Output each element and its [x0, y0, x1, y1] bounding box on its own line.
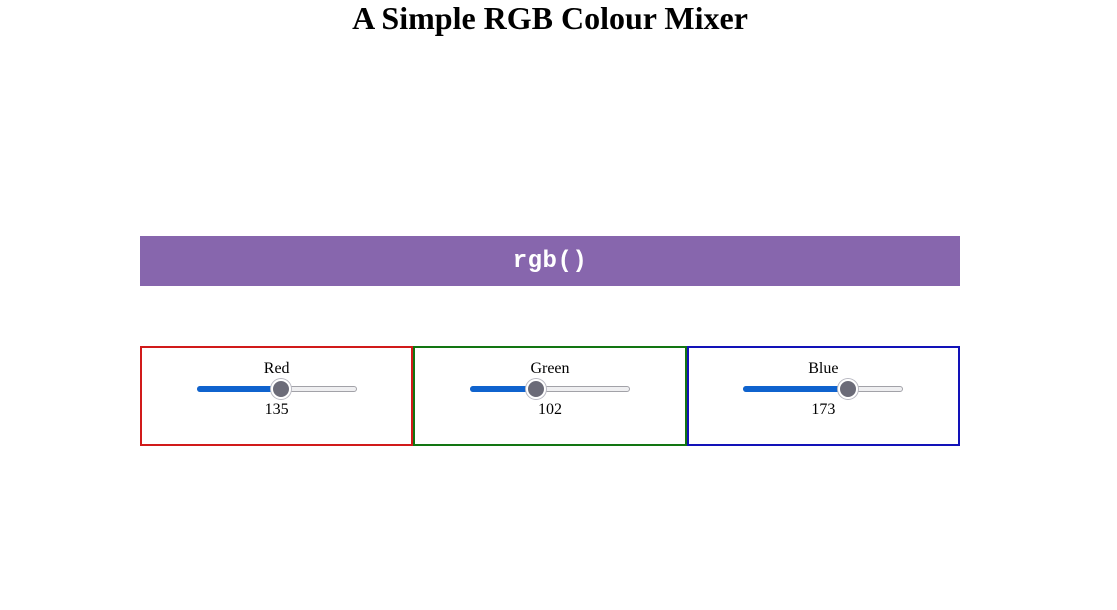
slider-thumb[interactable]: [525, 379, 546, 399]
slider-fill: [743, 386, 849, 392]
channel-red: Red 135: [140, 346, 414, 446]
channel-label: Green: [530, 360, 570, 377]
channel-value: 102: [537, 401, 562, 418]
red-slider[interactable]: [196, 379, 357, 399]
slider-fill: [469, 386, 536, 392]
channel-value: 173: [811, 401, 836, 418]
channel-blue: Blue 173: [686, 346, 960, 446]
colour-swatch: rgb(): [140, 236, 960, 286]
channel-label: Blue: [808, 360, 839, 377]
channel-green: Green 102: [413, 346, 687, 446]
page-title: A Simple RGB Colour Mixer: [352, 0, 748, 36]
slider-thumb[interactable]: [838, 379, 859, 399]
channel-label: Red: [263, 360, 290, 377]
blue-slider[interactable]: [743, 379, 904, 399]
channel-controls: Red 135 Green 102 Blue 173: [140, 346, 960, 446]
channel-value: 135: [264, 401, 289, 418]
rgb-readout: rgb(): [512, 247, 588, 275]
slider-thumb[interactable]: [270, 379, 291, 399]
green-slider[interactable]: [469, 379, 630, 399]
slider-fill: [196, 386, 281, 392]
